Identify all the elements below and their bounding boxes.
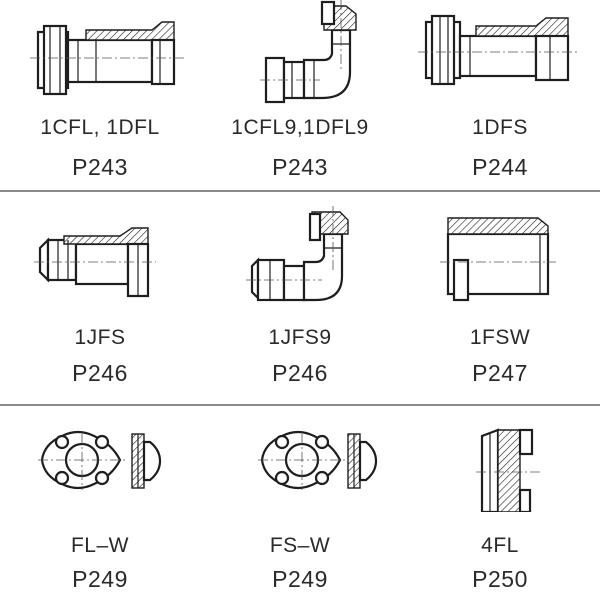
- part-code: FL–W: [70, 534, 129, 557]
- jic-elbow-fitting-drawing: [246, 206, 349, 302]
- catalog-item[interactable]: 1CFL9,1DFL9 P243: [200, 0, 400, 200]
- row-divider: [0, 404, 600, 406]
- socket-weld-fitting-drawing: [440, 217, 556, 302]
- catalog-item[interactable]: FS–W P249: [200, 400, 400, 600]
- straight-cone-fitting-drawing: [30, 21, 184, 96]
- page-reference: P249: [72, 566, 128, 592]
- row-divider: [0, 190, 600, 192]
- elbow-cone-fitting-drawing: [260, 0, 357, 104]
- catalog-row: FL–W P249 FS–W P249: [0, 400, 600, 600]
- part-code: 1JFS9: [268, 326, 332, 349]
- catalog-item[interactable]: 1FSW P247: [400, 200, 600, 400]
- part-code: 1CFL9,1DFL9: [231, 116, 369, 139]
- catalog-item[interactable]: 1JFS9 P246: [200, 200, 400, 400]
- catalog-item[interactable]: 4FL P250: [400, 400, 600, 600]
- flange-clamp-drawing: [38, 430, 162, 490]
- page-reference: P244: [472, 154, 528, 180]
- jic-swivel-fitting-drawing: [34, 227, 156, 298]
- part-code: 1FSW: [469, 326, 531, 349]
- flange-head-drawing: [476, 428, 540, 512]
- page-reference: P247: [472, 360, 528, 386]
- part-code: FS–W: [269, 534, 331, 557]
- catalog-item[interactable]: FL–W P249: [0, 400, 200, 600]
- catalog-item[interactable]: 1DFS P244: [400, 0, 600, 200]
- catalog-item[interactable]: 1JFS P246: [0, 200, 200, 400]
- catalog-row: 1CFL, 1DFL P243 1CFL9,1DFL9 P243: [0, 0, 600, 200]
- page-reference: P243: [72, 154, 128, 180]
- page-reference: P246: [272, 360, 328, 386]
- part-code: 1DFS: [472, 116, 528, 139]
- part-code: 1CFL, 1DFL: [40, 116, 160, 139]
- part-code: 4FL: [481, 534, 519, 557]
- catalog-item[interactable]: 1CFL, 1DFL P243: [0, 0, 200, 200]
- flange-clamp-drawing: [258, 430, 378, 490]
- part-code: 1JFS: [74, 326, 126, 349]
- page-reference: P246: [72, 360, 128, 386]
- straight-swivel-fitting-drawing: [418, 14, 580, 86]
- catalog-row: 1JFS P246 1JFS9 P246: [0, 200, 600, 406]
- page-reference: P243: [272, 154, 328, 180]
- page-reference: P249: [272, 566, 328, 592]
- page-reference: P250: [472, 566, 528, 592]
